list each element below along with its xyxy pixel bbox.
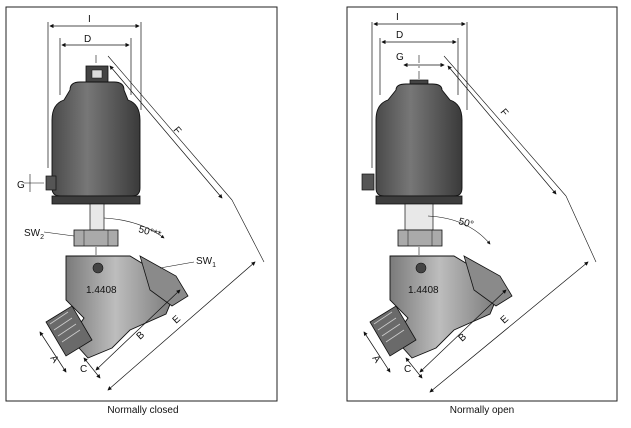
dim-label-B: B [135,329,148,342]
dim-label-E-r: E [499,313,512,326]
dim-label-E: E [171,313,184,326]
label-sw2: SW2 [24,228,44,241]
actuator-housing-r [375,83,463,197]
dim-label-D-r: D [396,30,403,41]
material-label: 1.4408 [86,285,117,296]
nut-r [397,229,443,247]
body-marking-r [415,262,427,274]
right-panel: I D G 1.4408 50° F E B A C Normally op [346,6,618,416]
pilot-port [45,175,57,191]
right-frame [346,6,618,402]
body-marking [92,262,104,274]
dim-label-D: D [84,34,91,45]
dim-label-G: G [17,180,25,191]
dim-label-F-r: F [498,107,510,119]
material-label-r: 1.4408 [408,285,439,296]
actuator-base-r [375,195,463,205]
dim-label-I-r: I [396,12,399,23]
left-panel: I D G 1.4408 SW2 SW1 50°* [5,6,278,416]
angle-arc-r [427,215,491,245]
dim-line-A [39,331,67,373]
dim-line-F-r [447,65,557,195]
dim-line-C [83,357,101,379]
dim-line-F [109,65,223,199]
label-sw1: SW1 [196,256,216,269]
caption-left: Normally closed [107,405,178,416]
dim-label-C-r: C [404,364,411,375]
angle-label: 50°** [137,224,162,241]
angle-label-r: 50° [457,216,474,231]
dim-line-C-r [405,357,423,379]
dim-label-A: A [48,353,61,365]
left-frame [5,6,278,402]
caption-right: Normally open [450,405,514,416]
dim-line-B-r [419,289,507,373]
dim-label-C: C [80,364,87,375]
stem [89,203,105,231]
dim-label-I: I [88,14,91,25]
actuator-base [51,195,141,205]
dim-label-G-r: G [396,52,404,63]
dim-label-B-r: B [457,331,470,344]
nut-sw2 [73,229,119,247]
stem-r [404,203,434,231]
dim-line-B [95,289,181,371]
dim-line-A-r [363,331,391,373]
pilot-port-r [361,173,375,191]
dim-label-A-r: A [370,353,383,365]
actuator-housing [51,81,141,197]
angle-arc [103,217,165,239]
dim-label-F: F [171,125,183,137]
